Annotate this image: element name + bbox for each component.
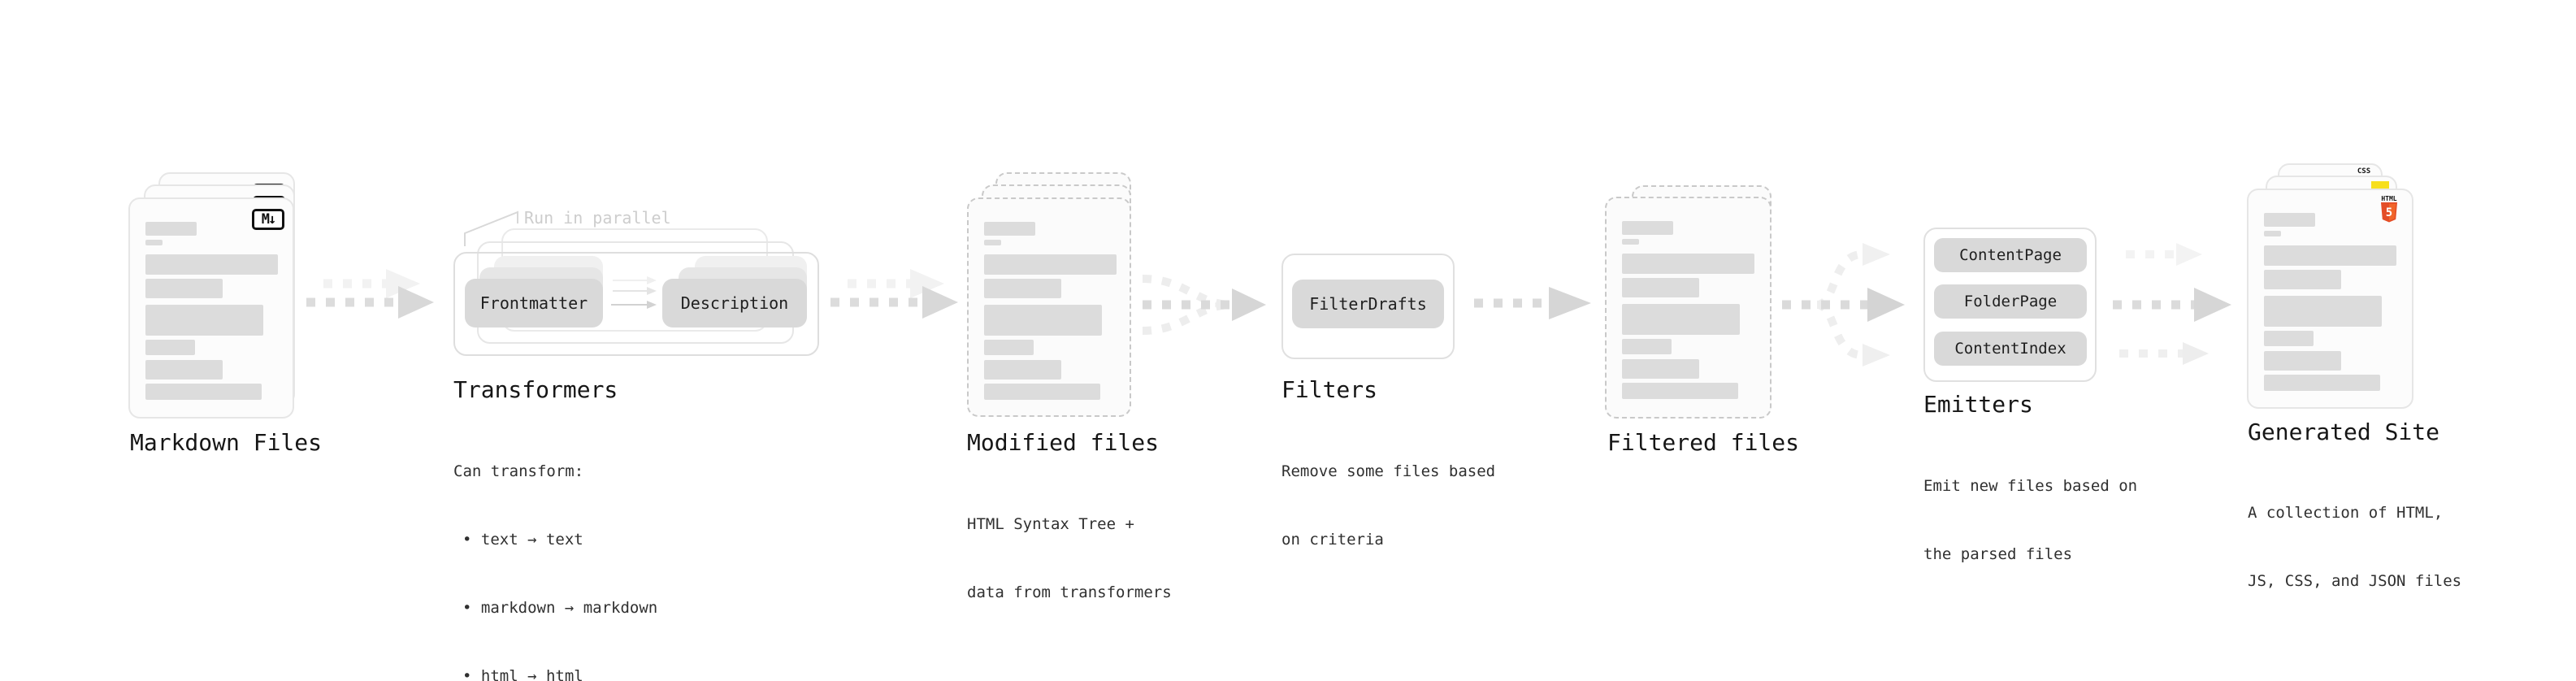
contentindex-pill: ContentIndex xyxy=(1934,332,2087,366)
html5-icon: HTML 5 xyxy=(2379,195,2399,228)
fanout-arrow-icon xyxy=(1782,243,1905,367)
desc-line: Can transform: xyxy=(453,462,584,480)
dashed-arrow-icon xyxy=(306,269,434,319)
html5-shield: 5 xyxy=(2381,202,2397,223)
modified-files-desc: HTML Syntax Tree + data from transformer… xyxy=(967,467,1172,649)
desc-line: Emit new files based on xyxy=(1923,477,2138,495)
desc-line: JS, CSS, and JSON files xyxy=(2248,572,2462,590)
filtered-files-label: Filtered files xyxy=(1607,429,1800,456)
desc-line: Remove some files based xyxy=(1281,462,1496,480)
bullet-line: • markdown → markdown xyxy=(462,599,658,617)
transformer-frame-front xyxy=(453,252,819,356)
generated-site-desc: A collection of HTML, JS, CSS, and JSON … xyxy=(2248,456,2461,638)
desc-line: the parsed files xyxy=(1923,545,2073,563)
html5-label: HTML xyxy=(2381,195,2397,202)
generated-file-card-html: HTML 5 xyxy=(2247,189,2413,409)
file-content-bars xyxy=(2249,213,2412,391)
generated-site-label: Generated Site xyxy=(2248,419,2440,445)
emitters-desc: Emit new files based on the parsed files xyxy=(1923,429,2137,611)
emitters-label: Emitters xyxy=(1923,391,2033,418)
file-content-bars xyxy=(1607,221,1770,399)
bullet-line: • text → text xyxy=(462,531,583,549)
markdown-files-label: Markdown Files xyxy=(130,429,323,456)
markdown-icon: M↓ xyxy=(252,209,284,230)
filterdrafts-pill: FilterDrafts xyxy=(1292,280,1444,328)
modified-file-card-front xyxy=(967,197,1131,417)
parallel-arrows-icon xyxy=(611,276,657,309)
transformers-label: Transformers xyxy=(453,376,618,403)
filters-desc: Remove some files based on criteria xyxy=(1281,414,1495,596)
triple-arrow-icon xyxy=(2113,243,2231,365)
transformers-desc: Can transform: • text → text • markdown … xyxy=(453,414,657,681)
bullet-line: • html → html xyxy=(462,667,583,681)
folderpage-pill: FolderPage xyxy=(1934,284,2087,319)
bracket-line xyxy=(464,210,518,246)
svg-text:5: 5 xyxy=(2386,206,2392,219)
desc-line: HTML Syntax Tree + xyxy=(967,515,1134,533)
desc-line: on criteria xyxy=(1281,531,1384,549)
file-content-bars xyxy=(130,222,293,400)
css-label: CSS xyxy=(2357,167,2371,176)
modified-files-label: Modified files xyxy=(967,429,1160,456)
file-content-bars xyxy=(969,222,1130,400)
merge-arrow-icon xyxy=(1142,275,1266,335)
filtered-file-card-front xyxy=(1605,197,1772,419)
dashed-arrow-icon xyxy=(1474,287,1591,319)
run-in-parallel-note: Run in parallel xyxy=(524,208,671,228)
frontmatter-pill: Frontmatter xyxy=(465,279,603,327)
markdown-file-card-front: M↓ xyxy=(128,197,294,419)
filters-label: Filters xyxy=(1281,376,1378,403)
description-pill: Description xyxy=(662,279,807,327)
desc-line: data from transformers xyxy=(967,583,1172,601)
contentpage-pill: ContentPage xyxy=(1934,238,2087,272)
dashed-arrow-icon xyxy=(830,269,958,319)
desc-line: A collection of HTML, xyxy=(2248,504,2444,522)
